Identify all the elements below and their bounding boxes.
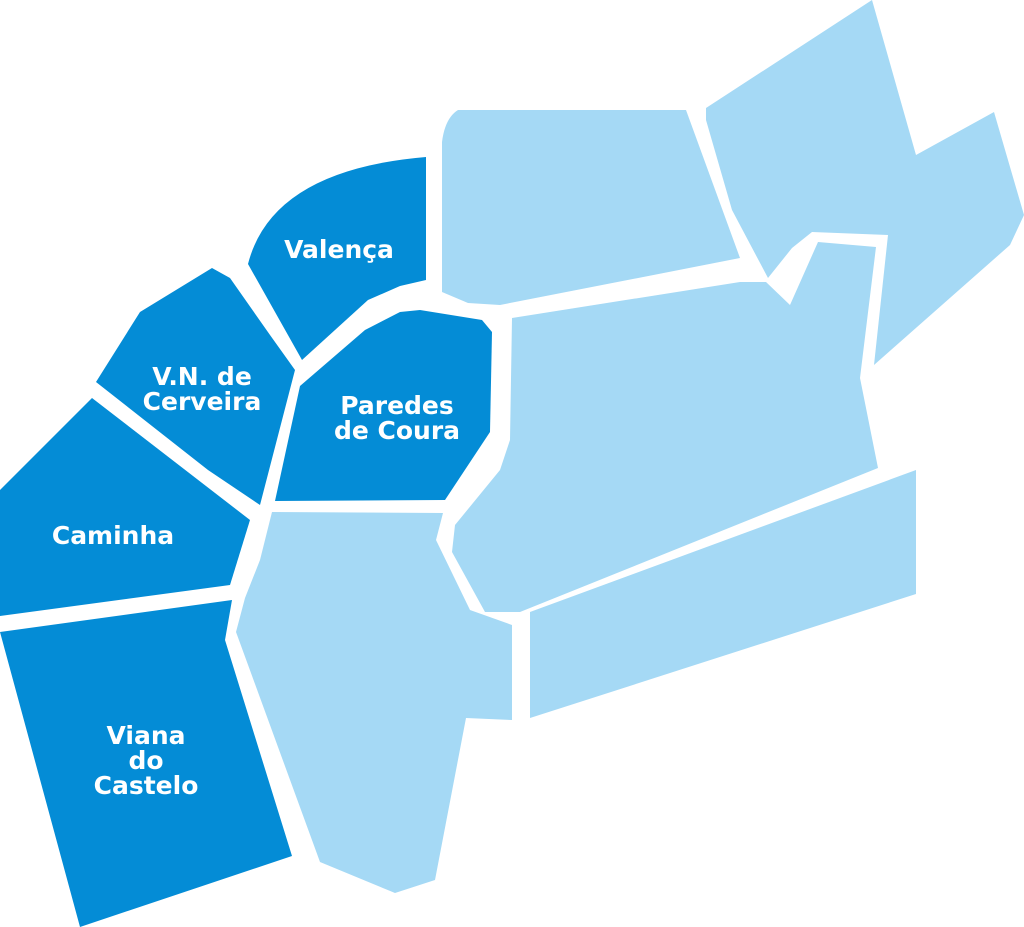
region-unlabeled-2[interactable] xyxy=(706,0,1024,365)
region-viana-do-castelo[interactable] xyxy=(0,600,292,927)
region-caminha[interactable] xyxy=(0,398,250,616)
label-line: Viana xyxy=(106,721,185,750)
label-line: do xyxy=(128,746,163,775)
region-valenca[interactable] xyxy=(248,157,426,360)
label-caminha: Caminha xyxy=(52,521,174,550)
region-unlabeled-4[interactable] xyxy=(236,512,512,893)
region-vn-cerveira[interactable] xyxy=(96,268,295,505)
label-line: Valença xyxy=(284,235,394,264)
label-line: Paredes xyxy=(340,391,454,420)
label-line: Cerveira xyxy=(143,387,262,416)
label-line: Caminha xyxy=(52,521,174,550)
region-unlabeled-5[interactable] xyxy=(530,470,916,718)
label-line: Castelo xyxy=(94,771,199,800)
label-line: V.N. de xyxy=(152,362,252,391)
label-valenca: Valença xyxy=(284,235,394,264)
region-unlabeled-1[interactable] xyxy=(442,110,740,305)
region-paredes-de-coura[interactable] xyxy=(275,310,492,501)
label-line: de Coura xyxy=(334,416,460,445)
region-unlabeled-3[interactable] xyxy=(452,242,878,612)
